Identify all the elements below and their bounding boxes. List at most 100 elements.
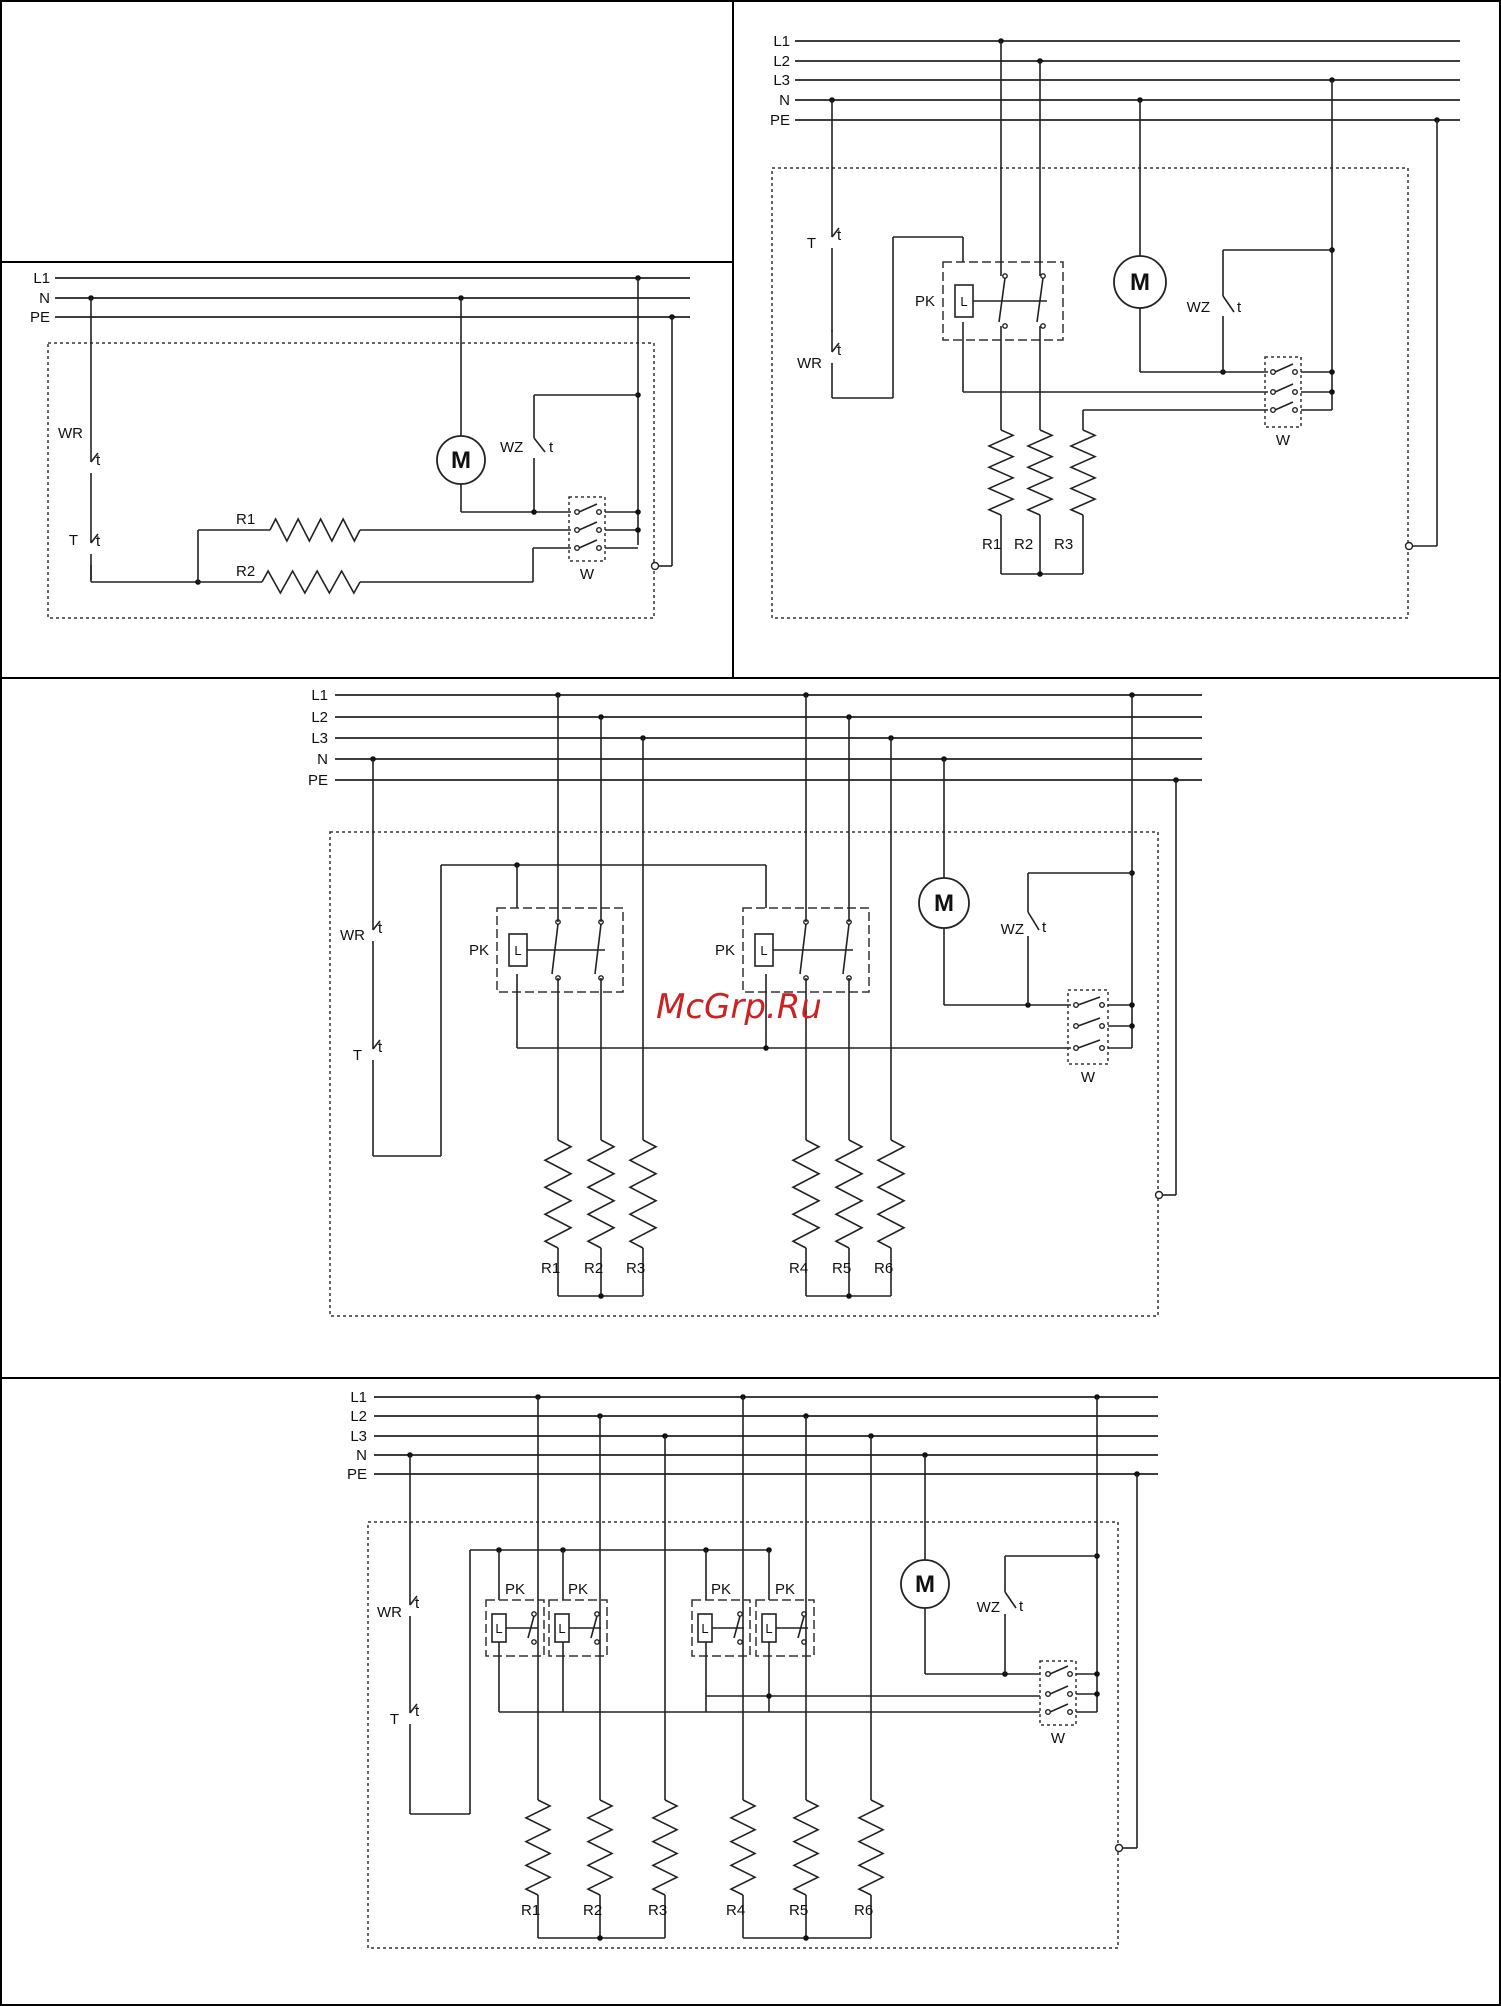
junction-dot: [846, 1293, 852, 1299]
switch-contact: [1271, 370, 1276, 375]
heater-label: R4: [789, 1260, 808, 1277]
switch-contact: [1100, 1046, 1105, 1051]
contact-blade: [591, 1616, 597, 1638]
switch-contact: [1046, 1692, 1051, 1697]
bus-label-l1: L1: [311, 687, 328, 704]
bus-label-n: N: [317, 751, 328, 768]
bus-label-pe: PE: [30, 309, 50, 326]
coil-label: L: [558, 1621, 565, 1636]
bus-label-n: N: [779, 92, 790, 109]
bus-label-l3: L3: [773, 72, 790, 89]
safety-thermostat-label: T: [390, 1711, 399, 1728]
junction-dot: [1129, 1023, 1135, 1029]
switch-contact: [575, 510, 580, 515]
heater-label: R2: [584, 1260, 603, 1277]
contact-terminal: [1041, 324, 1045, 328]
bus-label-pe: PE: [770, 112, 790, 129]
safety-thermostat-label: T: [69, 532, 78, 549]
switch-contact: [1068, 1692, 1073, 1697]
heater-element-zigzag: [653, 1800, 677, 1895]
thermostat-mark: t: [378, 1039, 383, 1056]
unit-enclosure: [330, 832, 1158, 1316]
junction-dot: [803, 1935, 809, 1941]
switch-blade: [1078, 997, 1100, 1005]
selector-switch: W: [569, 497, 605, 583]
switch-contact: [597, 528, 602, 533]
junction-dot: [1129, 1002, 1135, 1008]
switch-contact: [1271, 390, 1276, 395]
thermostat-mark: t: [1237, 299, 1242, 316]
fan-thermostat-label: WZ: [1187, 299, 1210, 316]
contactor-label: PK: [915, 293, 935, 310]
heater-element-zigzag: [588, 1800, 612, 1895]
contact-terminal: [1041, 274, 1045, 278]
switch-blade: [1275, 364, 1293, 372]
fan-motor: M: [437, 436, 485, 484]
heater-label: R5: [789, 1902, 808, 1919]
thermostat-mark: t: [837, 227, 842, 244]
switch-blade: [1078, 1040, 1100, 1048]
terminal-ring: [1116, 1845, 1123, 1852]
switch-blade: [579, 504, 597, 512]
heater-label: R2: [1014, 536, 1033, 553]
heater-element-zigzag: [793, 1140, 819, 1248]
heater-element-zigzag: [262, 571, 360, 593]
thermostat-mark: t: [378, 920, 383, 937]
heater-label: R5: [832, 1260, 851, 1277]
switch-label: W: [1081, 1069, 1096, 1086]
contactor-label: PK: [711, 1581, 731, 1598]
bus-label-n: N: [356, 1447, 367, 1464]
bus-label-l2: L2: [773, 53, 790, 70]
bus-label-l3: L3: [350, 1428, 367, 1445]
bus-label-n: N: [39, 290, 50, 307]
contactor-label: PK: [775, 1581, 795, 1598]
heater-label: R4: [726, 1902, 745, 1919]
switch-contact: [1046, 1672, 1051, 1677]
heater-thermostat-label: WR: [340, 927, 365, 944]
coil-label: L: [960, 294, 967, 309]
contact-terminal: [1003, 324, 1007, 328]
heater-label: R6: [854, 1902, 873, 1919]
contact-terminal: [595, 1640, 599, 1644]
switch-blade: [579, 522, 597, 530]
contactor-label: PK: [505, 1581, 525, 1598]
fan-thermostat-label: WZ: [1001, 921, 1024, 938]
switch-contact: [1074, 1046, 1079, 1051]
heater-label: R2: [583, 1902, 602, 1919]
coil-label: L: [765, 1621, 772, 1636]
switch-contact: [1100, 1024, 1105, 1029]
junction-dot: [598, 1293, 604, 1299]
heater-thermostat-label: WR: [797, 355, 822, 372]
heater-element-zigzag: [836, 1140, 862, 1248]
junction-dot: [763, 1045, 769, 1051]
heater-element-zigzag: [630, 1140, 656, 1248]
heater-thermostat-label: WR: [58, 425, 83, 442]
bus-label-l2: L2: [350, 1408, 367, 1425]
heater-element-zigzag: [545, 1140, 571, 1248]
wire: [1028, 912, 1039, 930]
heater-element-zigzag: [859, 1800, 883, 1895]
contact-blade: [798, 1616, 804, 1638]
contactor: L PK: [692, 1581, 750, 1656]
switch-blade: [1050, 1686, 1068, 1694]
contactor-label: PK: [715, 942, 735, 959]
contactor-label: PK: [568, 1581, 588, 1598]
contact-terminal: [532, 1640, 536, 1644]
motor-label: M: [915, 1571, 935, 1598]
junction-dot: [531, 509, 537, 515]
switch-contact: [1046, 1710, 1051, 1715]
thermostat-mark: t: [415, 1703, 420, 1720]
coil-label: L: [701, 1621, 708, 1636]
switch-label: W: [1276, 432, 1291, 449]
contact-blade: [552, 924, 558, 974]
fan-thermostat-label: WZ: [500, 439, 523, 456]
switch-contact: [1074, 1024, 1079, 1029]
bus-label-l1: L1: [350, 1389, 367, 1406]
fan-thermostat-label: WZ: [977, 1599, 1000, 1616]
fan-motor: M: [919, 878, 969, 928]
junction-dot: [1329, 369, 1335, 375]
thermostat-mark: t: [415, 1595, 420, 1612]
selector-switch: W: [1068, 990, 1108, 1086]
unit-enclosure: [772, 168, 1408, 618]
